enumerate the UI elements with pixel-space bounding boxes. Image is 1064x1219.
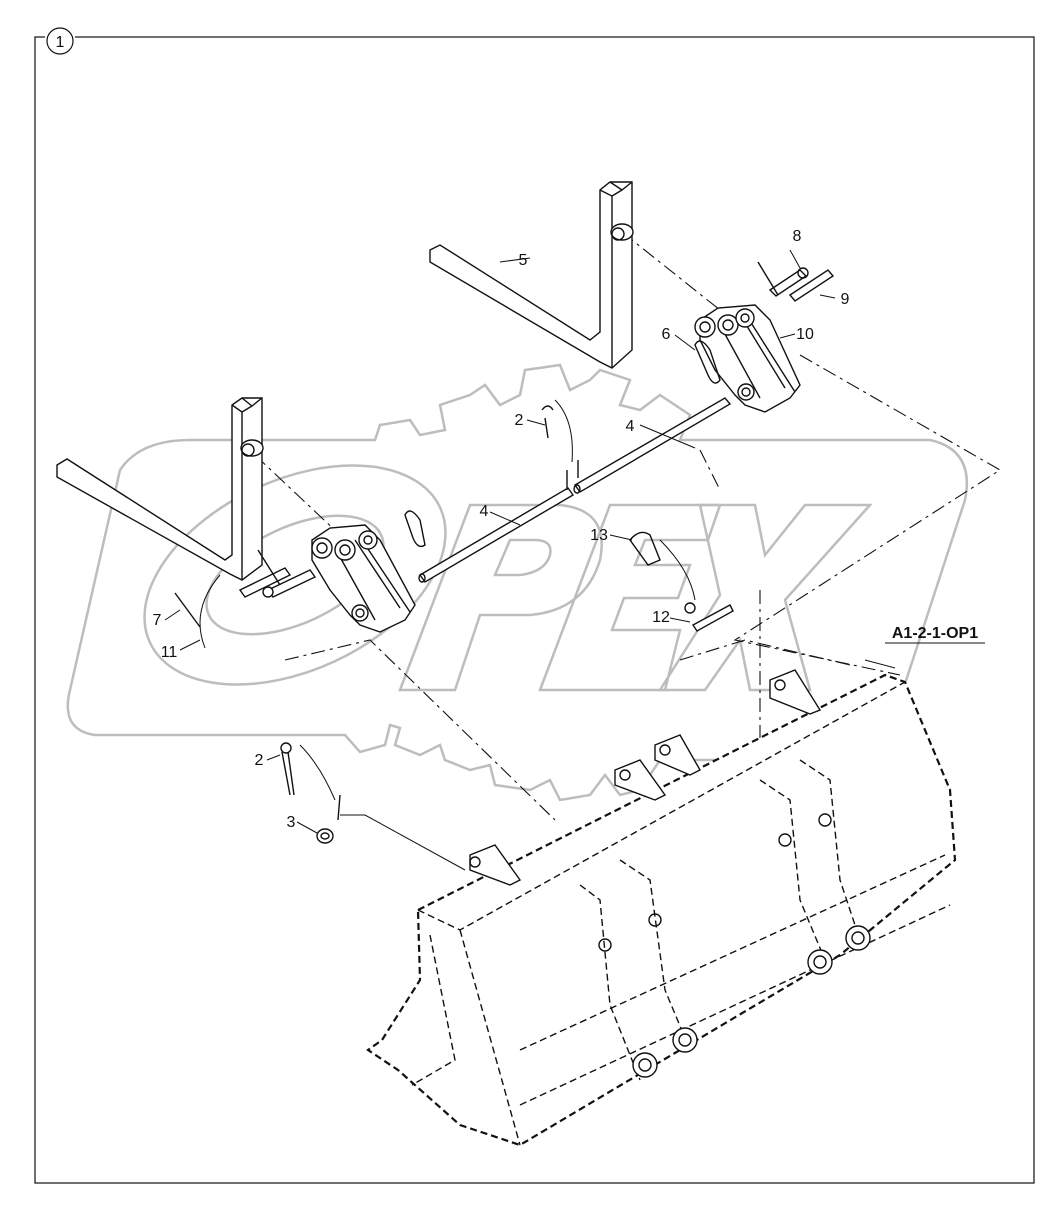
bracket-left xyxy=(311,524,416,633)
drawing-frame xyxy=(34,36,1035,1184)
callout-2-top: 2 xyxy=(515,412,524,429)
figure-index-circle xyxy=(46,27,74,55)
callout-8: 8 xyxy=(793,228,802,245)
callout-2-bottom: 2 xyxy=(255,752,264,769)
fork-tine-right xyxy=(429,181,634,369)
callout-13: 13 xyxy=(590,527,608,544)
watermark-logo xyxy=(66,363,969,802)
callout-4-upper: 4 xyxy=(626,418,635,435)
callout-3: 3 xyxy=(287,814,296,831)
pins-left xyxy=(174,549,317,628)
callout-11: 11 xyxy=(161,644,178,661)
fork-tine-left xyxy=(56,397,264,581)
callout-9: 9 xyxy=(841,291,850,308)
callout-6: 6 xyxy=(662,326,671,343)
callout-10: 10 xyxy=(796,326,814,343)
pins-right xyxy=(757,261,835,302)
figure-index-label: 1 xyxy=(56,34,65,51)
bracket-right xyxy=(694,304,801,413)
clip-parts xyxy=(280,340,734,844)
callout-labels: 5 8 9 6 10 2 4 4 13 7 11 12 2 3 2 A1-2-1… xyxy=(153,228,979,831)
loader-bucket xyxy=(366,669,957,1147)
callout-4-lower: 4 xyxy=(480,503,489,520)
leader-lines xyxy=(164,249,985,871)
callout-12: 12 xyxy=(652,609,670,626)
reference-label[interactable]: A1-2-1-OP1 xyxy=(892,625,978,642)
callout-7: 7 xyxy=(153,612,162,629)
callout-5: 5 xyxy=(519,252,528,269)
cross-shafts xyxy=(418,397,732,583)
